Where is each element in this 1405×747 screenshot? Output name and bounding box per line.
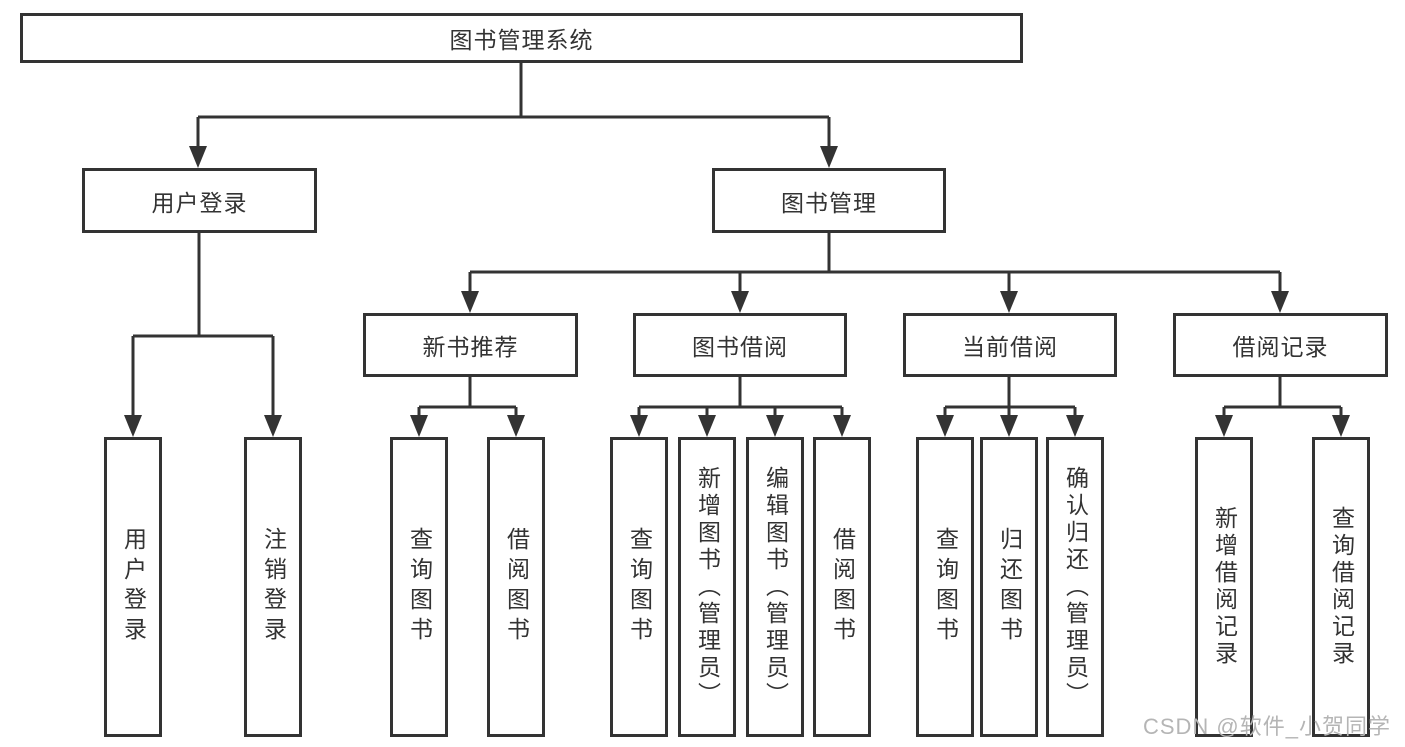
leaf-label: 查询图书 (406, 527, 433, 647)
leaf-edit-books-admin: 编辑图书（管理员） (746, 437, 804, 737)
leaf-logout: 注销登录 (244, 437, 302, 737)
leaf-label: 编辑图书（管理员） (762, 465, 789, 709)
node-book-management: 图书管理 (712, 168, 946, 233)
leaf-label: 确认归还（管理员） (1062, 465, 1089, 709)
leaf-borrow-books: 借阅图书 (813, 437, 871, 737)
leaf-query-books-borrowing: 查询图书 (610, 437, 668, 737)
node-label: 图书管理系统 (449, 27, 594, 53)
leaf-label: 注销登录 (260, 527, 287, 647)
leaf-label: 查询图书 (626, 527, 653, 647)
node-new-book-recommendation: 新书推荐 (363, 313, 578, 377)
leaf-return-books: 归还图书 (980, 437, 1038, 737)
leaf-label: 借阅图书 (829, 527, 856, 647)
arrowheads (124, 146, 1350, 437)
node-borrowing-records: 借阅记录 (1173, 313, 1388, 377)
leaf-label: 用户登录 (120, 527, 147, 647)
node-label: 用户登录 (151, 189, 248, 216)
leaf-user-login: 用户登录 (104, 437, 162, 737)
node-current-borrowing: 当前借阅 (903, 313, 1117, 377)
node-book-borrowing: 图书借阅 (633, 313, 847, 377)
node-user-login: 用户登录 (82, 168, 317, 233)
leaf-label: 归还图书 (996, 527, 1023, 647)
node-label: 新书推荐 (422, 334, 519, 360)
node-label: 借阅记录 (1232, 334, 1329, 360)
node-label: 图书借阅 (692, 334, 788, 360)
leaf-query-borrow-record: 查询借阅记录 (1312, 437, 1370, 737)
leaf-query-books-current: 查询图书 (916, 437, 974, 737)
leaf-label: 查询图书 (932, 527, 959, 647)
node-label: 当前借阅 (962, 334, 1058, 360)
leaf-query-books-recommend: 查询图书 (390, 437, 448, 737)
leaf-add-borrow-record: 新增借阅记录 (1195, 437, 1253, 737)
leaf-add-books-admin: 新增图书（管理员） (678, 437, 736, 737)
leaf-confirm-return-admin: 确认归还（管理员） (1046, 437, 1104, 737)
leaf-label: 查询借阅记录 (1328, 506, 1355, 668)
leaf-borrow-books-recommend: 借阅图书 (487, 437, 545, 737)
node-label: 图书管理 (781, 189, 877, 216)
leaf-label: 新增图书（管理员） (694, 465, 721, 709)
leaf-label: 新增借阅记录 (1211, 506, 1238, 668)
leaf-label: 借阅图书 (503, 527, 530, 647)
node-library-management-system: 图书管理系统 (20, 13, 1023, 63)
